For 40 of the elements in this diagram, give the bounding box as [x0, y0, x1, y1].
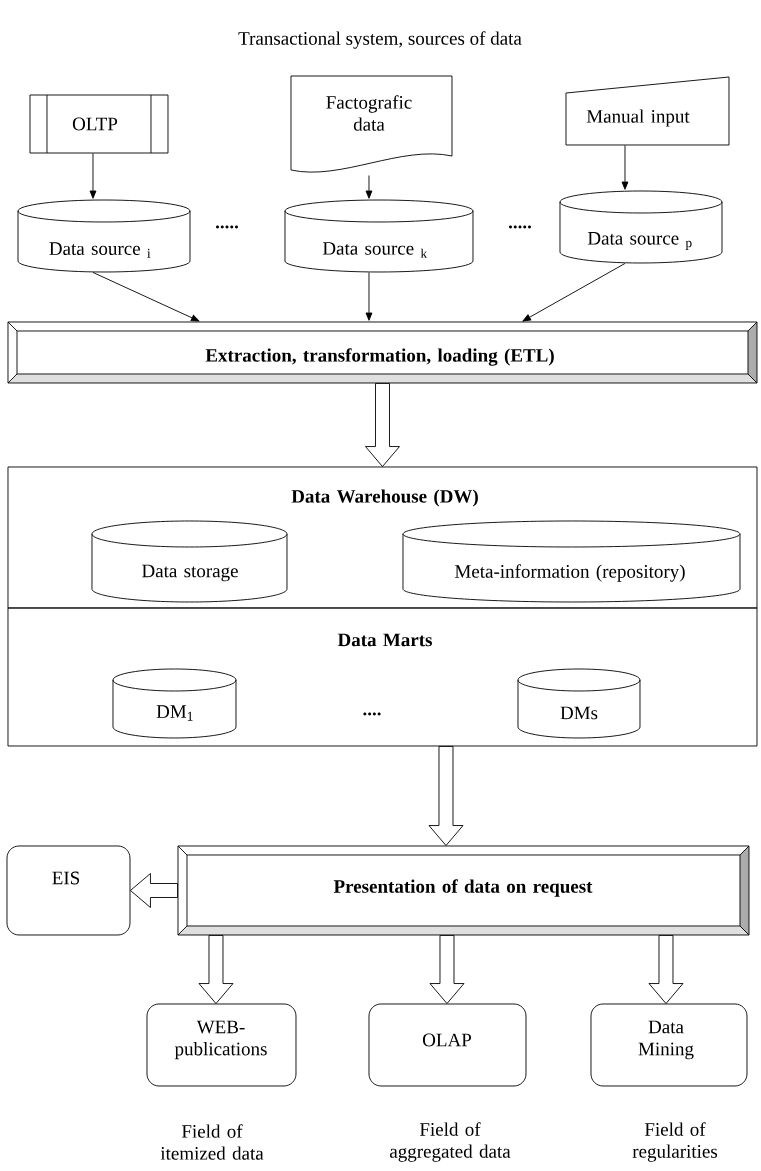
block-arrow — [130, 873, 178, 908]
node-label: Data storage — [142, 564, 238, 582]
rounded-box: Data Mining — [590, 1003, 748, 1087]
arrow — [89, 153, 97, 199]
node-label: DM$_{1}$ — [156, 705, 193, 721]
database-cylinder: Data storage — [91, 520, 288, 603]
node-label: DMs — [560, 706, 598, 720]
block-arrow — [428, 746, 464, 846]
node-label: Meta-information (repository) — [455, 564, 685, 582]
node-label: Data source $_{k}$ — [322, 242, 428, 258]
block-arrow — [198, 935, 234, 1004]
arrow — [365, 272, 373, 321]
block-arrow — [429, 935, 465, 1004]
rounded-box: EIS — [6, 845, 131, 936]
field-caption: Field of regularities — [632, 1122, 718, 1162]
database-cylinder: Data source $_{i}$ — [17, 199, 191, 273]
arrow — [92, 272, 200, 322]
title: Transactional system, sources of data — [238, 31, 522, 49]
arrow — [621, 145, 629, 190]
block-arrow — [648, 935, 684, 1004]
field-caption: Field of itemized data — [160, 1124, 264, 1160]
node-label: Data source $_{p}$ — [587, 232, 692, 250]
database-cylinder: Meta-information (repository) — [402, 520, 741, 603]
rounded-box: WEB-publications — [146, 1003, 297, 1087]
database-cylinder: Data source $_{p}$ — [559, 190, 723, 264]
node-label: Data source $_{i}$ — [49, 242, 151, 258]
field-caption: Field of aggregated data — [390, 1122, 511, 1162]
ellipsis-dots: .... — [363, 712, 381, 716]
process-band: Presentation of data on request — [177, 845, 750, 936]
rounded-box: OLAP — [368, 1003, 527, 1087]
process-box: OLTP — [29, 94, 169, 154]
arrow — [522, 263, 626, 322]
process-band: Extraction, transformation, loading (ETL) — [7, 321, 758, 384]
database-cylinder: Data source $_{k}$ — [284, 199, 474, 273]
arrow — [365, 175, 373, 199]
ellipsis-dots: ..... — [215, 225, 239, 229]
database-cylinder: DM$_{1}$ — [112, 668, 237, 739]
ellipsis-dots: ..... — [508, 225, 532, 229]
block-arrow — [365, 383, 400, 467]
database-cylinder: DMs — [517, 668, 641, 739]
